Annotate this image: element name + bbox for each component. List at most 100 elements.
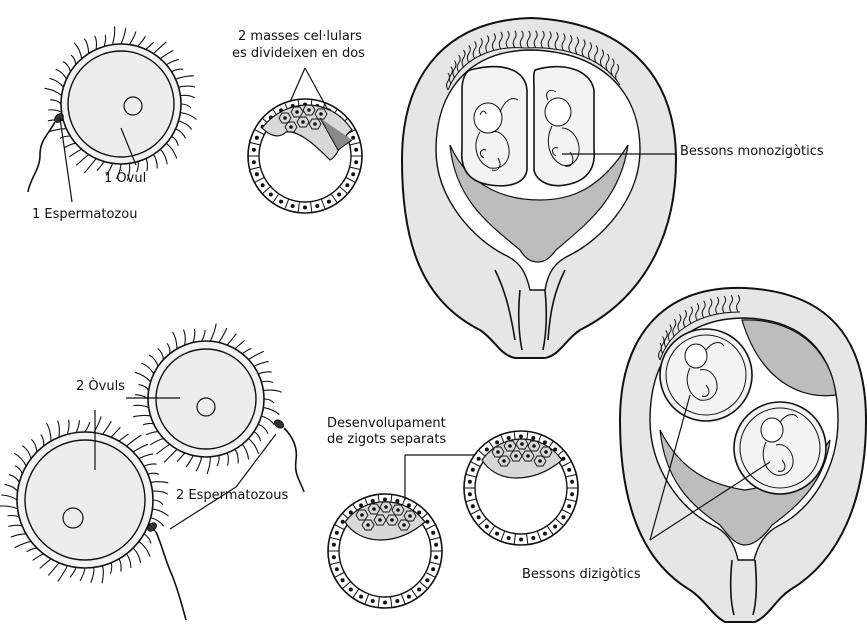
label-espermatozous: 2 Espermatozous bbox=[176, 488, 288, 503]
corona-spike bbox=[235, 341, 245, 349]
corona-spike bbox=[50, 78, 64, 87]
icm-nucleus bbox=[366, 523, 370, 527]
corona-spike bbox=[50, 100, 61, 104]
corona-spike bbox=[8, 525, 22, 526]
corona-spike bbox=[261, 381, 273, 382]
icm-nucleus bbox=[295, 110, 299, 114]
corona-spike bbox=[227, 453, 228, 466]
corona-spike bbox=[133, 548, 141, 563]
corona-spike bbox=[249, 439, 259, 454]
cell-nucleus bbox=[561, 515, 565, 519]
cell-nucleus bbox=[570, 480, 574, 484]
corona-spike bbox=[153, 42, 166, 54]
cell-nucleus bbox=[434, 555, 438, 559]
corona-spike bbox=[150, 439, 163, 445]
cell-nucleus bbox=[468, 480, 472, 484]
cell-nucleus bbox=[471, 504, 475, 508]
corona-spike bbox=[180, 113, 196, 120]
corona-spike bbox=[113, 26, 115, 44]
corona-spike bbox=[202, 330, 205, 341]
corona-spike bbox=[76, 155, 88, 166]
cell-nucleus bbox=[425, 578, 429, 582]
blastocyst-b bbox=[464, 431, 578, 545]
corona-spike bbox=[176, 129, 186, 138]
corona-spike bbox=[164, 449, 177, 462]
corona-spike bbox=[139, 454, 153, 459]
icm-nucleus bbox=[538, 459, 542, 463]
icm-nucleus bbox=[402, 523, 406, 527]
icm-nucleus bbox=[360, 513, 364, 517]
corona-spike bbox=[11, 534, 26, 537]
corona-spike bbox=[152, 509, 168, 516]
cell-nucleus bbox=[354, 160, 358, 164]
corona-spike bbox=[172, 136, 179, 146]
cell-nucleus bbox=[371, 599, 375, 603]
corona-spike bbox=[139, 541, 150, 556]
corona-spike bbox=[146, 42, 154, 49]
cell-nucleus bbox=[354, 148, 358, 152]
corona-spike bbox=[56, 69, 67, 79]
corona-spike bbox=[177, 453, 185, 462]
corona-spike bbox=[242, 349, 251, 354]
label-desenvolupament-line2: de zigots separats bbox=[327, 432, 446, 447]
cell-nucleus bbox=[567, 504, 571, 508]
amniotic-sac-right bbox=[534, 67, 594, 186]
cell-nucleus bbox=[255, 136, 259, 140]
label-monozigotics: Bessons monozigòtics bbox=[680, 144, 824, 159]
corona-spike bbox=[133, 405, 148, 407]
corona-spike bbox=[69, 149, 81, 157]
corona-spike bbox=[64, 143, 76, 148]
cell-nucleus bbox=[519, 538, 523, 542]
corona-spike bbox=[146, 159, 148, 172]
corona-spike bbox=[133, 415, 151, 416]
corona-spike bbox=[91, 567, 94, 582]
corona-spike bbox=[85, 422, 90, 432]
corona-spike bbox=[133, 444, 148, 452]
corona-spike bbox=[158, 348, 164, 359]
cell-nucleus bbox=[431, 531, 435, 535]
cell-nucleus bbox=[351, 136, 355, 140]
corona-spike bbox=[141, 363, 153, 374]
corona-spike bbox=[8, 516, 20, 518]
corona-spike bbox=[40, 559, 51, 569]
corona-spike bbox=[74, 43, 82, 59]
corona-spike bbox=[58, 566, 68, 582]
cell-nucleus bbox=[383, 498, 387, 502]
cell-nucleus bbox=[279, 200, 283, 204]
cell-nucleus bbox=[477, 457, 481, 461]
corona-spike bbox=[119, 559, 121, 572]
corona-spike bbox=[235, 449, 238, 463]
corona-spike bbox=[49, 129, 66, 132]
corona-spike bbox=[139, 385, 149, 391]
cell-nucleus bbox=[495, 440, 499, 444]
corona-spike bbox=[80, 568, 85, 581]
corona-spike bbox=[119, 434, 129, 441]
corona-spike bbox=[71, 55, 76, 65]
cell-nucleus bbox=[434, 543, 438, 547]
label-desenvolupament-line1: Desenvolupament bbox=[327, 416, 446, 431]
cell-nucleus bbox=[261, 183, 265, 187]
ovum-cell bbox=[68, 51, 174, 157]
ovum-upper bbox=[133, 324, 282, 474]
label-ovul: 1 Òvul bbox=[104, 170, 146, 186]
sperm-cell bbox=[28, 112, 65, 192]
corona-spike bbox=[144, 464, 157, 466]
corona-spike bbox=[196, 457, 202, 472]
cell-nucleus bbox=[407, 595, 411, 599]
corona-spike bbox=[179, 86, 196, 87]
corona-spike bbox=[27, 548, 37, 552]
corona-spike bbox=[15, 541, 32, 547]
corona-spike bbox=[219, 328, 227, 343]
cell-nucleus bbox=[468, 492, 472, 496]
icm-nucleus bbox=[283, 116, 287, 120]
cell-nucleus bbox=[315, 204, 319, 208]
corona-spike bbox=[149, 355, 158, 366]
corona-spike bbox=[176, 76, 194, 79]
cell-nucleus bbox=[507, 436, 511, 440]
cell-nucleus bbox=[543, 532, 547, 536]
corona-spike bbox=[160, 50, 173, 58]
icm-nucleus bbox=[396, 508, 400, 512]
cell-nucleus bbox=[335, 567, 339, 571]
corona-spike bbox=[135, 372, 151, 382]
